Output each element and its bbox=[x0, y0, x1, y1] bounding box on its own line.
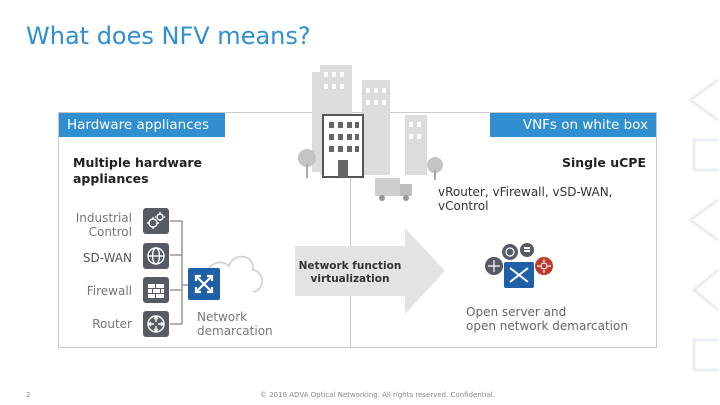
slide-title: What does NFV means? bbox=[26, 22, 311, 50]
appliance-label-sd-wan: SD-WAN bbox=[82, 251, 132, 265]
nfv-arrow-text: Network function virtualization bbox=[298, 260, 402, 285]
appliance-label-firewall: Firewall bbox=[86, 284, 132, 298]
vnf-panel-header: VNFs on white box bbox=[490, 113, 656, 137]
ucpe-description: Open server and open network demarcation bbox=[466, 305, 628, 333]
watermark-logo-icon bbox=[687, 78, 719, 372]
appliance-label-industrial-control: Industrial Control bbox=[75, 211, 132, 239]
network-demarcation-label: Network demarcation bbox=[197, 310, 273, 338]
city-skyline-illustration bbox=[298, 65, 443, 201]
appliance-label-router: Router bbox=[92, 317, 132, 331]
gears-icon bbox=[143, 208, 169, 234]
vnf-list: vRouter, vFirewall, vSD-WAN, vControl bbox=[438, 185, 613, 213]
nfv-arrow: Network function virtualization bbox=[255, 228, 445, 314]
footer-copyright: © 2018 ADVA Optical Networking. All righ… bbox=[260, 391, 495, 399]
hardware-panel-header: Hardware appliances bbox=[59, 113, 225, 137]
vnf-panel: VNFs on white box Single uCPE bbox=[350, 112, 657, 348]
ucpe-subtitle: Single uCPE bbox=[561, 155, 646, 170]
firewall-icon bbox=[143, 277, 169, 303]
page-number: 2 bbox=[26, 391, 31, 399]
network-demarcation-device-icon bbox=[188, 268, 220, 300]
wan-globe-icon bbox=[143, 243, 169, 269]
router-icon bbox=[143, 311, 169, 337]
hardware-subtitle: Multiple hardware appliances bbox=[73, 155, 203, 186]
ucpe-device-illustration bbox=[485, 243, 553, 288]
